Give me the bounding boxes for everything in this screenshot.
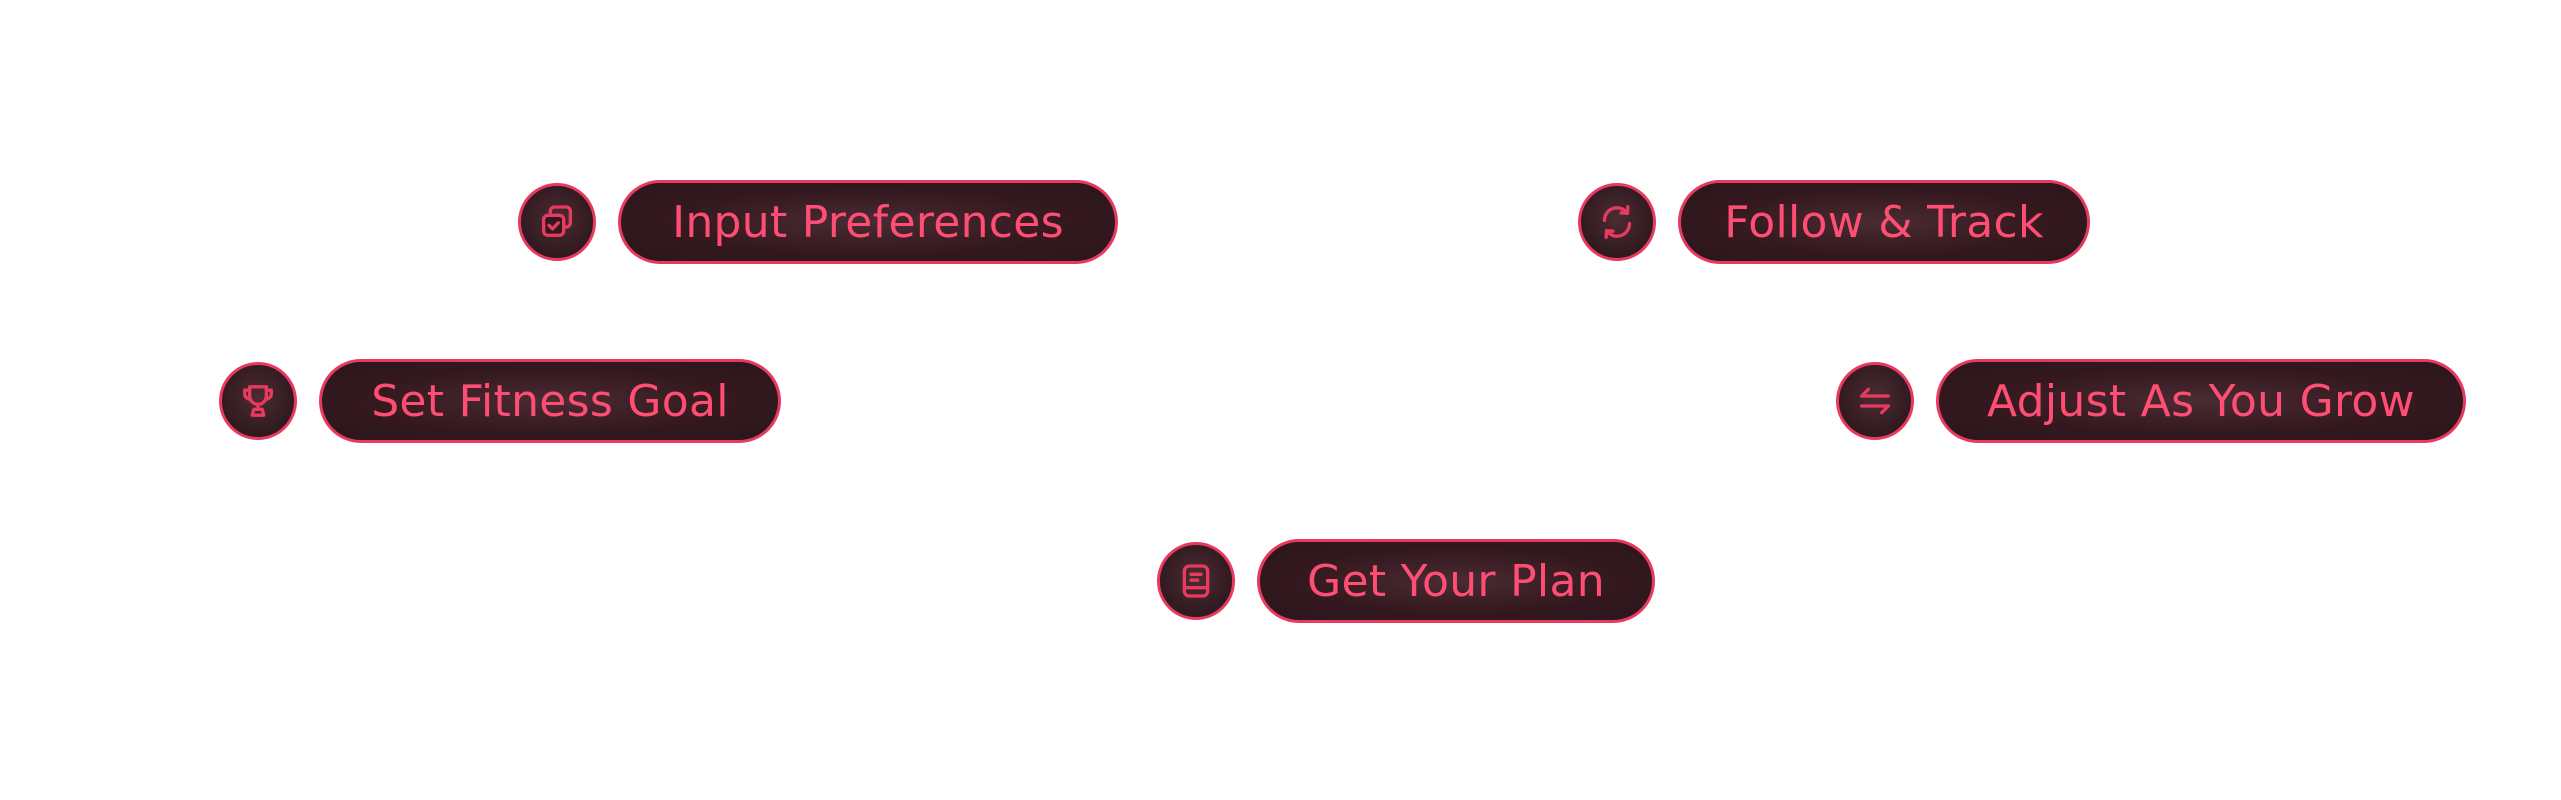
input-preferences-button[interactable]: Input Preferences (618, 180, 1118, 264)
step-follow-track[interactable]: Follow & Track (1578, 180, 2090, 264)
refresh-icon (1578, 183, 1656, 261)
set-fitness-goal-button[interactable]: Set Fitness Goal (319, 359, 781, 443)
adjust-as-you-grow-button[interactable]: Adjust As You Grow (1936, 359, 2466, 443)
document-icon (1157, 542, 1235, 620)
get-your-plan-button[interactable]: Get Your Plan (1257, 539, 1655, 623)
step-set-fitness-goal[interactable]: Set Fitness Goal (219, 359, 781, 443)
trophy-icon (219, 362, 297, 440)
layers-check-icon (518, 183, 596, 261)
step-adjust-as-you-grow[interactable]: Adjust As You Grow (1836, 359, 2466, 443)
step-input-preferences[interactable]: Input Preferences (518, 180, 1118, 264)
swap-arrows-icon (1836, 362, 1914, 440)
step-get-your-plan[interactable]: Get Your Plan (1157, 539, 1655, 623)
follow-track-button[interactable]: Follow & Track (1678, 180, 2090, 264)
